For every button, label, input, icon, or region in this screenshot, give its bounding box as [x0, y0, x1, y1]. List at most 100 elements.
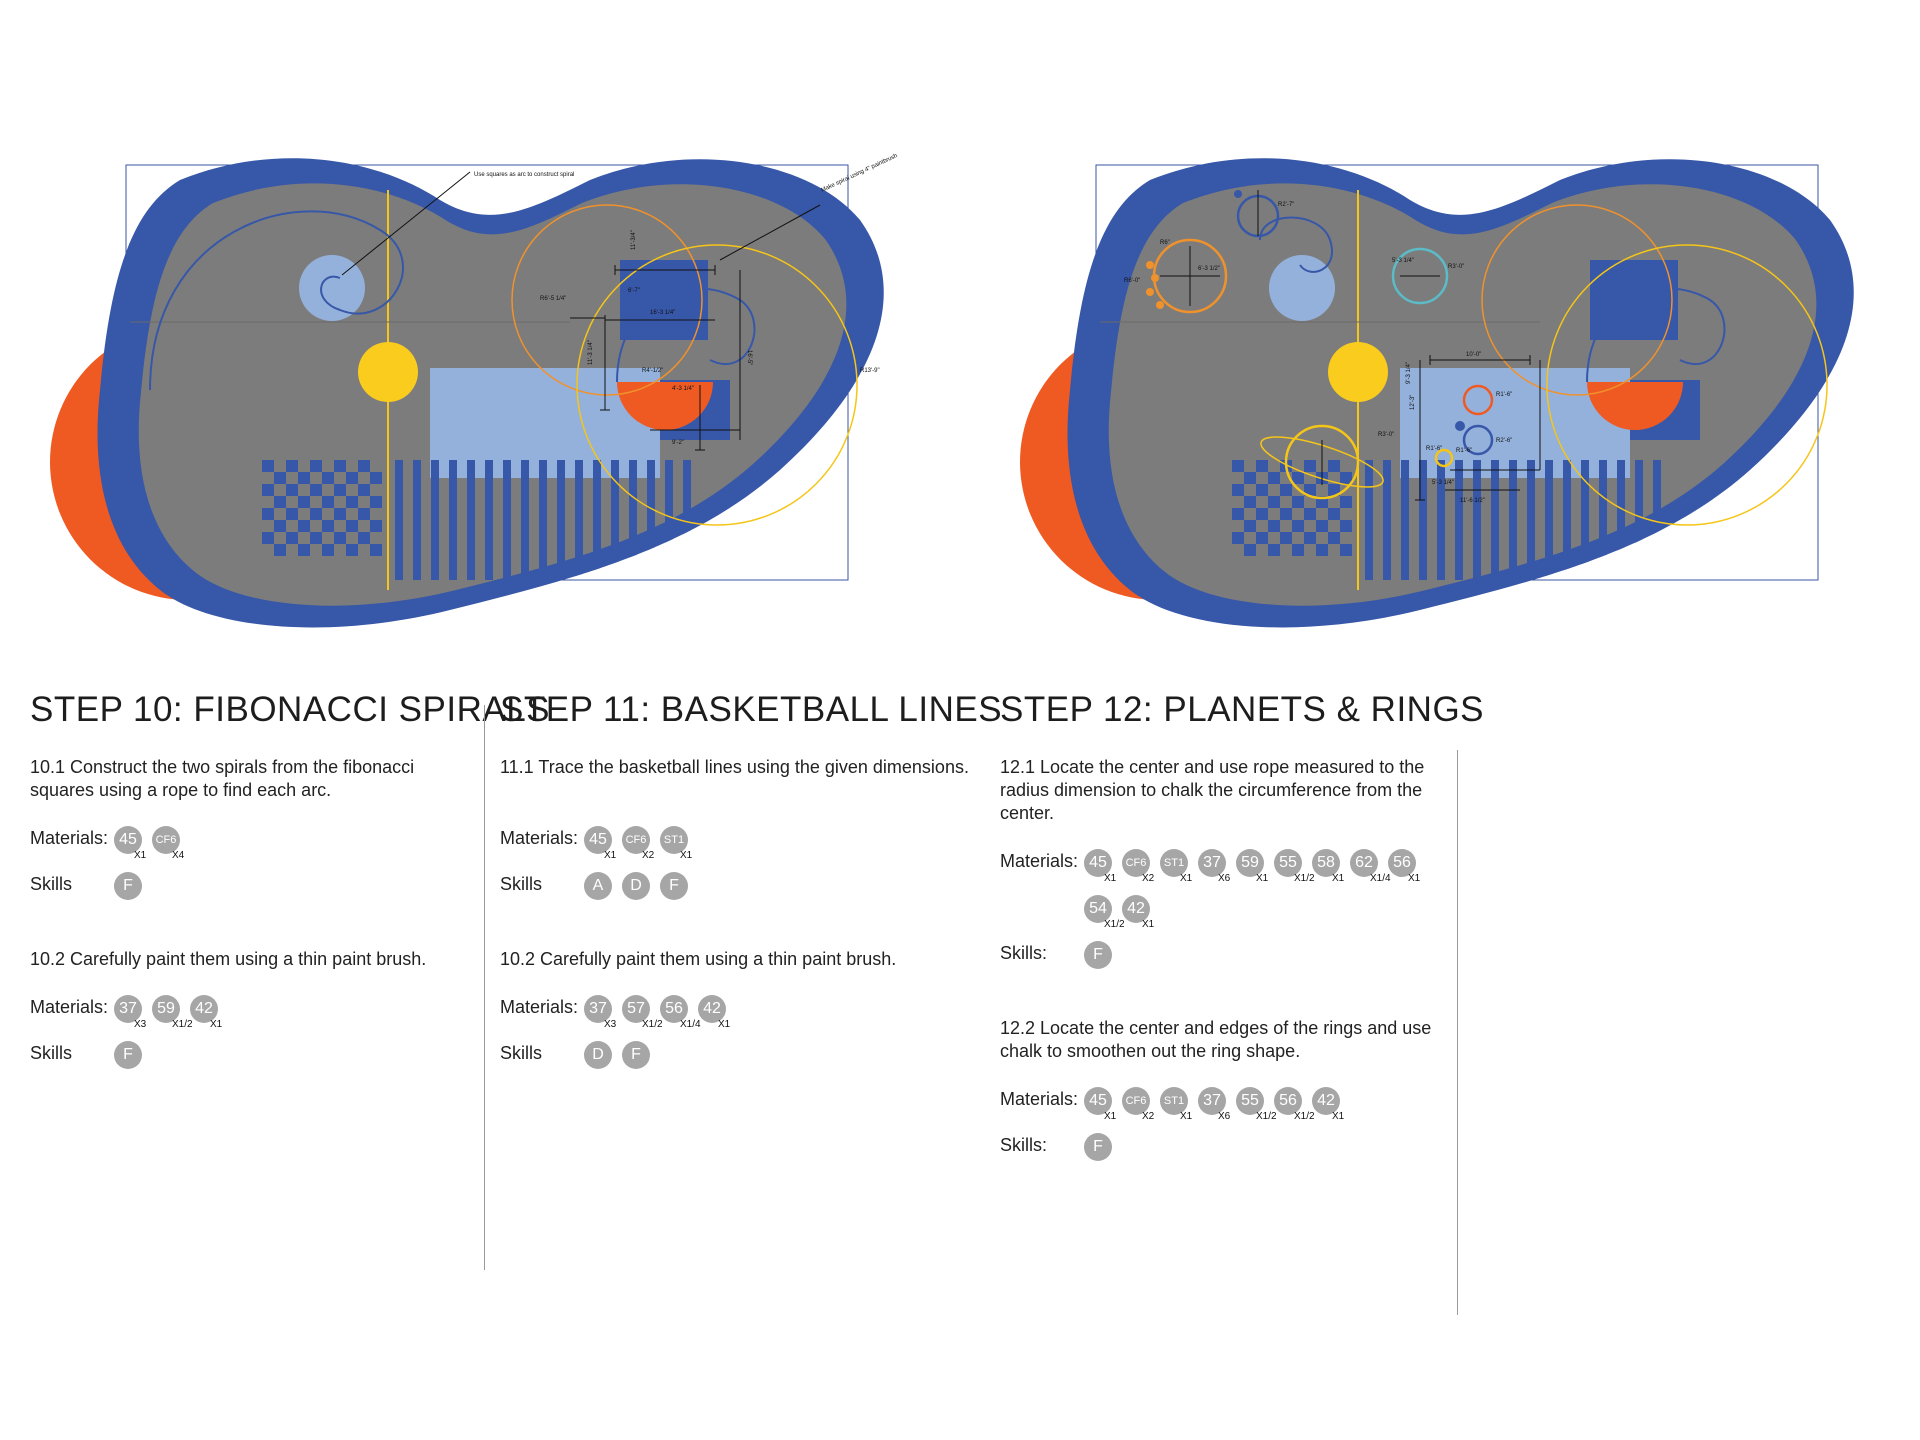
checkerboard: [262, 460, 382, 556]
skill-badges: F: [114, 872, 152, 900]
yellow-guide-circle: [576, 244, 858, 526]
skill-badges: A D F: [584, 872, 698, 900]
dimension-labels-left: R6'-5 1/4" 6'-7" 16'-3 1/4" 11'-3 1/4" R…: [540, 230, 880, 446]
skill-badges: F: [114, 1041, 152, 1069]
stripes: [1365, 460, 1661, 580]
orange-half-circle: [617, 382, 713, 430]
fibonacci-square-blue: [1590, 260, 1678, 340]
skill-badge: F: [1084, 941, 1112, 969]
materials-label: Materials:: [500, 828, 579, 848]
stripes: [395, 460, 691, 580]
svg-text:10'-0": 10'-0": [1466, 352, 1481, 358]
svg-text:R2'-7": R2'-7": [1278, 202, 1294, 208]
skills-label: Skills: [500, 874, 543, 894]
substep-11-1: 11.1 Trace the basketball lines using th…: [500, 756, 980, 916]
planet-yellow-ringed: [1284, 424, 1360, 500]
skills-row: Skills D F: [500, 1041, 980, 1085]
step-title: STEP 10: FIBONACCI SPIRALS: [30, 690, 551, 729]
skill-badge: F: [114, 1041, 142, 1069]
svg-text:R3'-0": R3'-0": [1448, 264, 1464, 270]
materials-label: Materials:: [30, 828, 109, 848]
skills-row: Skills: F: [1000, 1133, 1450, 1177]
planet-yellow-small: [1434, 448, 1454, 468]
light-blue-fib-circle: [299, 255, 365, 321]
yellow-center-circle: [358, 342, 418, 402]
annotation-spiral-paint: Make spiral using 4" paintbrush: [820, 153, 898, 194]
planet-blue-mid: [1462, 424, 1494, 456]
step-title: STEP 11: BASKETBALL LINES: [500, 690, 1003, 729]
substep-text: 12.1 Locate the center and use rope meas…: [1000, 757, 1425, 823]
svg-text:12'-3": 12'-3": [1410, 395, 1416, 410]
skills-row: Skills F: [30, 1041, 480, 1085]
substep-12-2: 12.2 Locate the center and edges of the …: [1000, 1017, 1450, 1177]
substep-12-1: 12.1 Locate the center and use rope meas…: [1000, 756, 1450, 985]
skill-badge: F: [660, 872, 688, 900]
substep-text: 10.2 Carefully paint them using a thin p…: [500, 949, 897, 969]
svg-text:R3'-0": R3'-0": [1378, 432, 1394, 438]
svg-text:R6'-0": R6'-0": [1124, 278, 1140, 284]
orange-half-circle: [1587, 382, 1683, 430]
orange-guide-circle: [511, 204, 703, 396]
skill-badges: F: [1084, 1133, 1122, 1161]
skill-badges: D F: [584, 1041, 660, 1069]
court-diagram-left: Use squares as arc to construct spiral M…: [50, 153, 899, 628]
leader-arrows: [341, 171, 821, 276]
skill-badge: D: [584, 1041, 612, 1069]
svg-text:R6": R6": [1160, 240, 1170, 246]
fibonacci-spiral-left: [149, 210, 404, 391]
materials-label: Materials:: [500, 997, 579, 1017]
skill-badge: D: [622, 872, 650, 900]
materials-label: Materials:: [1000, 1089, 1079, 1109]
dimension-labels-right: R2'-7" R6" R6'-0" 6'-3 1/2" 5'-3 1/4" R3…: [1124, 202, 1512, 504]
court-diagram-right: R2'-7" R6" R6'-0" 6'-3 1/2" 5'-3 1/4" R3…: [1020, 158, 1854, 628]
planet-teal-ring: [1391, 247, 1449, 305]
substep-10-1: 10.1 Construct the two spirals from the …: [30, 756, 480, 916]
column-divider: [484, 705, 485, 1270]
light-blue-fib-circle: [1269, 255, 1335, 321]
svg-text:R1'-6": R1'-6": [1456, 448, 1472, 454]
step-title: STEP 12: PLANETS & RINGS: [1000, 690, 1485, 729]
substep-text: 10.1 Construct the two spirals from the …: [30, 757, 415, 800]
svg-text:11'-6 1/2": 11'-6 1/2": [1460, 498, 1485, 504]
column-divider: [1457, 750, 1458, 1315]
substep-text: 12.2 Locate the center and edges of the …: [1000, 1018, 1432, 1061]
dimension-lines-left: [570, 265, 741, 451]
svg-text:6'-7": 6'-7": [628, 288, 640, 294]
yellow-center-circle: [1328, 342, 1388, 402]
svg-text:5'-3 1/4": 5'-3 1/4": [1432, 480, 1454, 486]
skill-badges: F: [1084, 941, 1122, 969]
skill-badge: F: [622, 1041, 650, 1069]
step-12: STEP 12: PLANETS & RINGS 12.1 Locate the…: [1000, 690, 1485, 1177]
svg-text:9'-2": 9'-2": [672, 440, 684, 446]
skill-badge: A: [584, 872, 612, 900]
skills-row: Skills: F: [1000, 941, 1450, 985]
skills-row: Skills F: [30, 872, 480, 916]
step-10: STEP 10: FIBONACCI SPIRALS 10.1 Construc…: [30, 690, 551, 1085]
svg-text:4'-3 1/4": 4'-3 1/4": [672, 386, 694, 392]
svg-text:R13'-9": R13'-9": [860, 368, 880, 374]
